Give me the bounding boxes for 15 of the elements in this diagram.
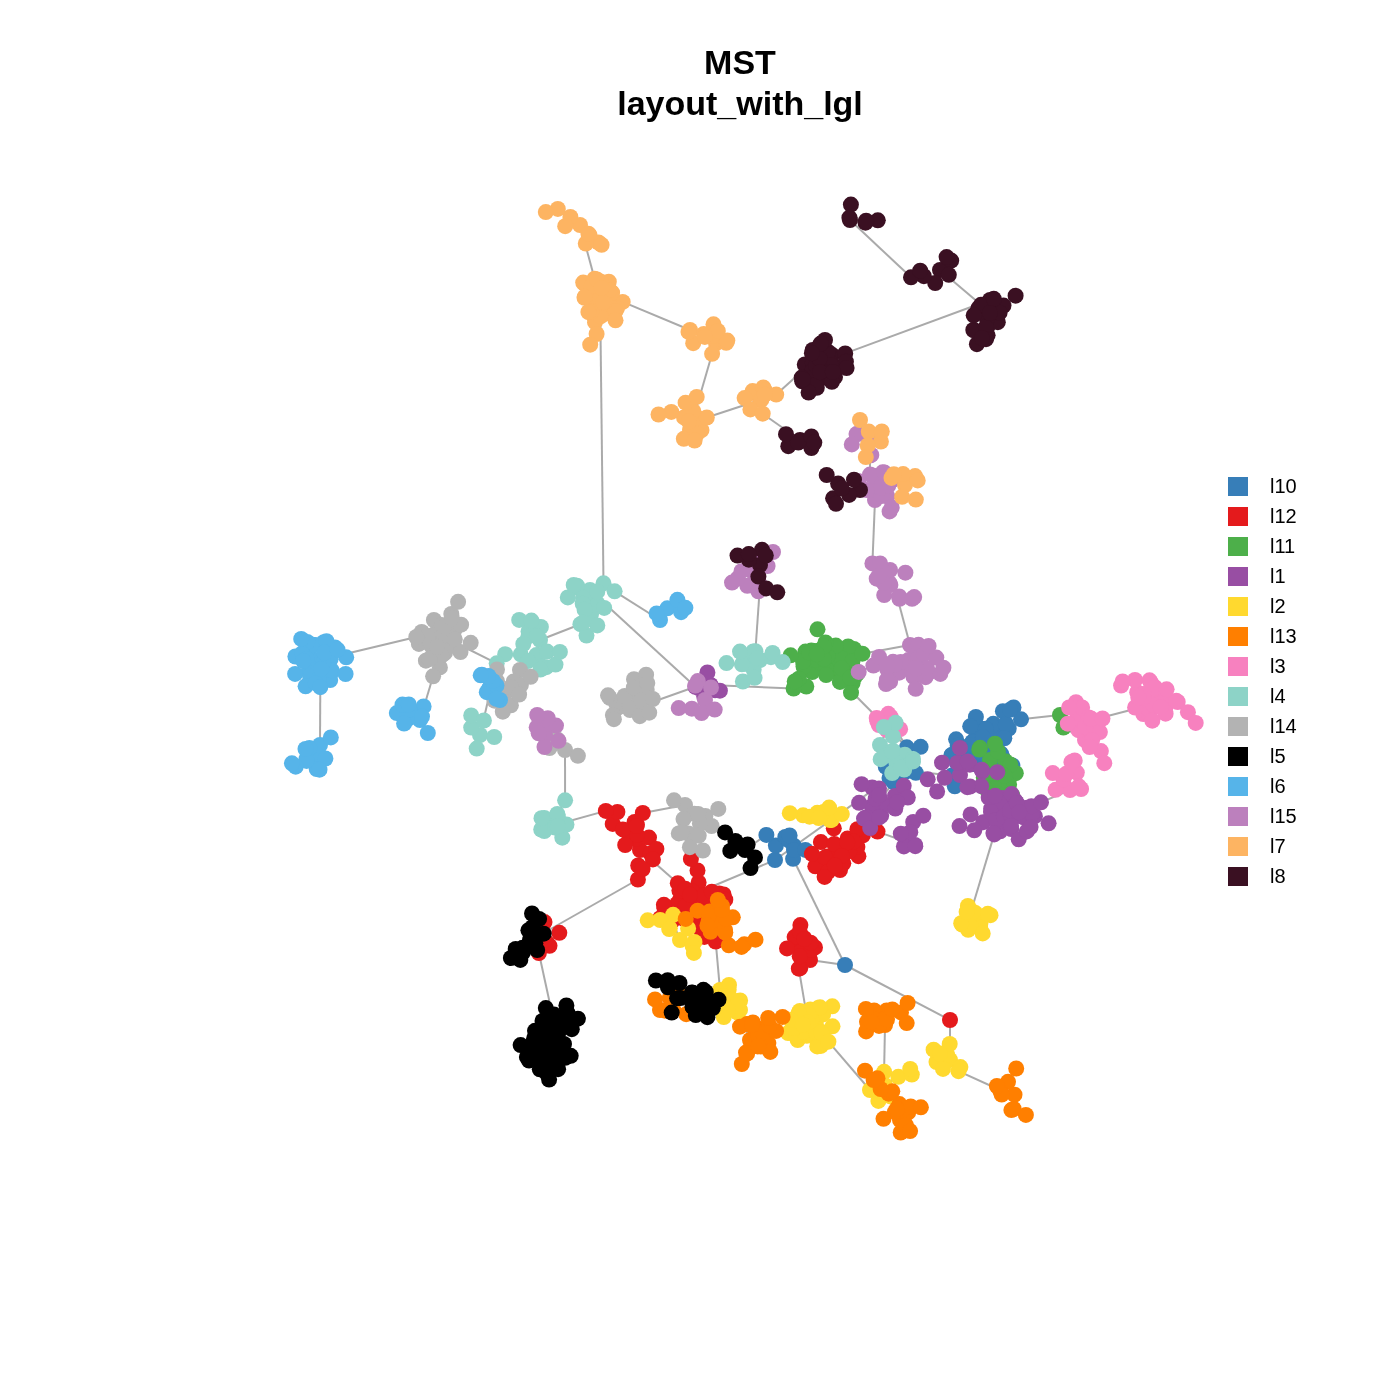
legend-label: l10 bbox=[1270, 475, 1297, 497]
legend-label: l7 bbox=[1270, 835, 1286, 857]
legend-label: l11 bbox=[1270, 535, 1296, 557]
legend-label: l13 bbox=[1270, 625, 1297, 647]
legend-label: l2 bbox=[1270, 595, 1286, 617]
legend-label: l6 bbox=[1270, 775, 1286, 797]
legend-label: l12 bbox=[1270, 505, 1297, 527]
legend-label: l1 bbox=[1270, 565, 1286, 587]
legend-label: l3 bbox=[1270, 655, 1286, 677]
legend-label: l8 bbox=[1270, 865, 1286, 887]
legend-label: l14 bbox=[1270, 715, 1297, 737]
chart-title: MST layout_with_lgl bbox=[616, 42, 864, 124]
legend-label: l15 bbox=[1270, 805, 1297, 827]
legend-label: l5 bbox=[1270, 745, 1286, 767]
legend-label: l4 bbox=[1270, 685, 1286, 707]
